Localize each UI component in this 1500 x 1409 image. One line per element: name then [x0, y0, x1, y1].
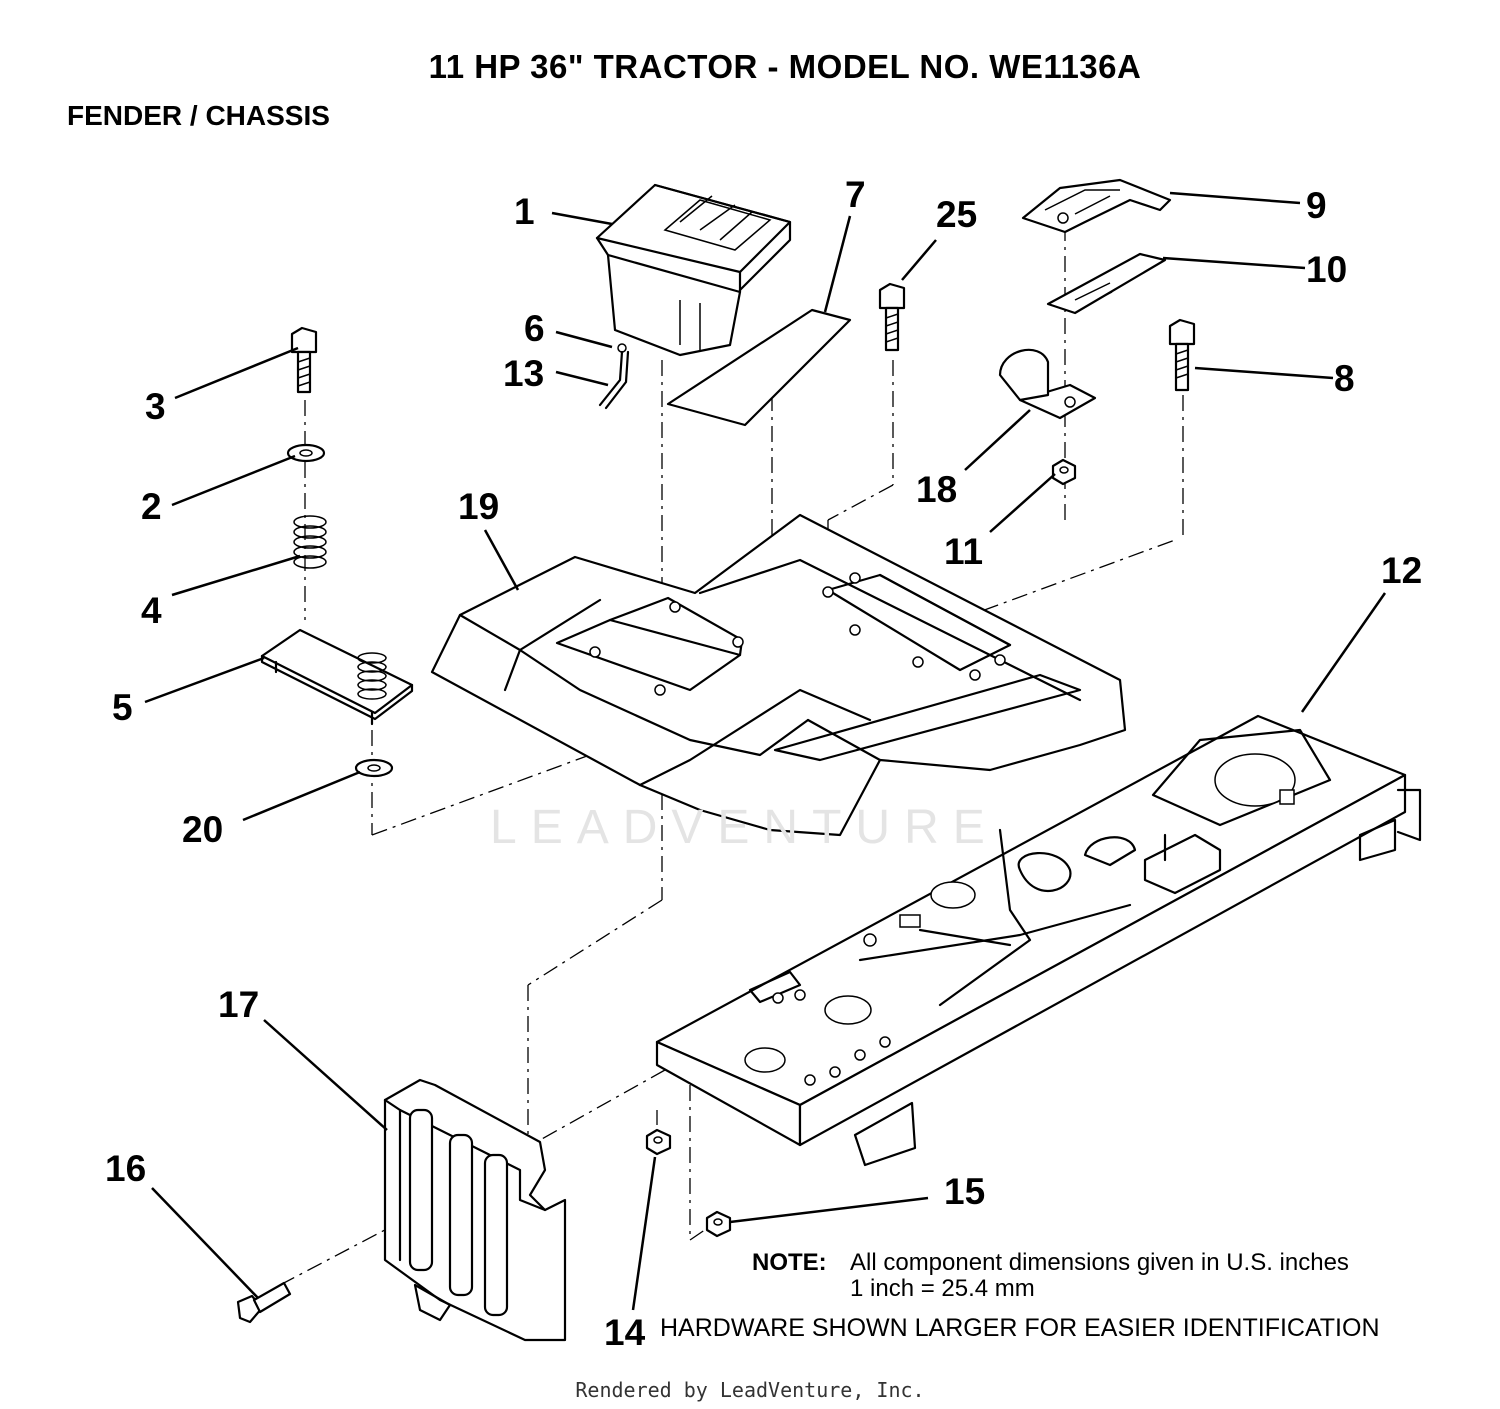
decal-part-7: [666, 308, 852, 427]
spring-part-4: [293, 515, 327, 569]
callout-4: 4: [141, 590, 162, 631]
bolt-part-16: [236, 1281, 292, 1324]
callout-11: 11: [944, 531, 984, 572]
nut-part-14: [645, 1128, 672, 1156]
clamp-part-18: [998, 348, 1097, 420]
bracket-part-9: [1021, 178, 1172, 234]
callout-2: 2: [141, 486, 162, 527]
callout-13: 13: [503, 353, 545, 394]
spring-plate-part-5: [260, 628, 414, 726]
callout-5: 5: [112, 687, 133, 728]
washer-part-2: [286, 443, 326, 463]
nut-part-15: [705, 1210, 732, 1238]
bolt-part-8: [1168, 318, 1196, 392]
dimension-note: NOTE: All component dimensions given in U…: [752, 1249, 1349, 1297]
fender-part-19: [430, 513, 1127, 837]
callout-19: 19: [458, 486, 500, 527]
battery-box-part-1: [595, 183, 792, 357]
callout-17: 17: [218, 984, 260, 1025]
callout-9: 9: [1306, 185, 1327, 226]
callout-10: 10: [1306, 249, 1348, 290]
callout-25: 25: [936, 194, 978, 235]
callout-20: 20: [182, 809, 224, 850]
diagram-title: 11 HP 36" TRACTOR - MODEL NO. WE1136A: [428, 48, 1142, 85]
rear-plate-part-17: [383, 1078, 567, 1342]
chassis-part-12: [655, 714, 1422, 1167]
callout-15: 15: [944, 1171, 986, 1212]
washer-part-20: [354, 758, 394, 778]
callout-3: 3: [145, 386, 166, 427]
render-credit: Rendered by LeadVenture, Inc.: [575, 1378, 925, 1402]
callout-12: 12: [1381, 550, 1423, 591]
bolt-part-3: [290, 326, 318, 394]
bolt-part-25: [878, 282, 906, 352]
leader-lines: [144, 191, 1387, 1311]
callout-8: 8: [1334, 358, 1355, 399]
hardware-note: HARDWARE SHOWN LARGER FOR EASIER IDENTIF…: [660, 1314, 1380, 1342]
bracket-part-10: [1046, 252, 1167, 315]
note-line-2: 1 inch = 25.4 mm: [850, 1276, 1035, 1296]
note-label: NOTE:: [752, 1249, 827, 1276]
callout-18: 18: [916, 469, 958, 510]
callout-7: 7: [845, 174, 866, 215]
callout-14: 14: [604, 1312, 646, 1353]
vent-tube-part-13: [598, 343, 630, 410]
watermark: LEADVENTURE: [490, 801, 999, 854]
callout-1: 1: [514, 191, 535, 232]
callout-6: 6: [524, 308, 545, 349]
note-line-1: All component dimensions given in U.S. i…: [850, 1249, 1349, 1276]
section-title: FENDER / CHASSIS: [67, 100, 330, 131]
callout-16: 16: [105, 1148, 147, 1189]
nut-part-11: [1051, 458, 1077, 486]
